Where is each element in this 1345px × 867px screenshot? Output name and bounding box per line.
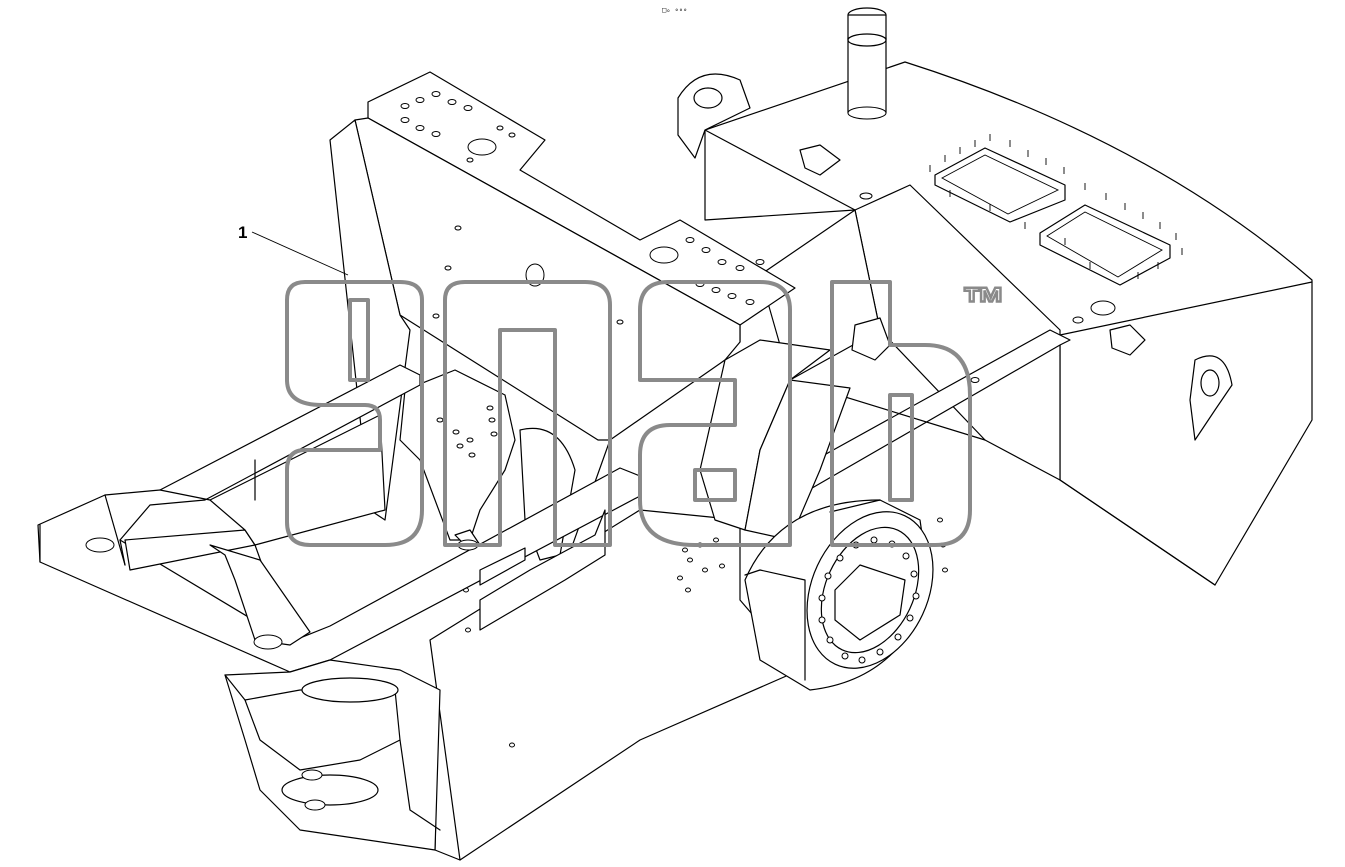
slew-ring: [744, 499, 934, 691]
callout-1-leader: [251, 231, 349, 276]
top-mark: □ₒ ∘∘∘: [662, 6, 687, 14]
watermark: ™: [285, 278, 1007, 547]
mid-frame: [759, 184, 1071, 496]
front-frame: [37, 364, 641, 851]
trademark-symbol: ™: [962, 279, 1006, 328]
callout-1: 1: [238, 223, 349, 276]
callout-1-label: 1: [238, 223, 247, 242]
counterweight-block: [677, 7, 1313, 586]
